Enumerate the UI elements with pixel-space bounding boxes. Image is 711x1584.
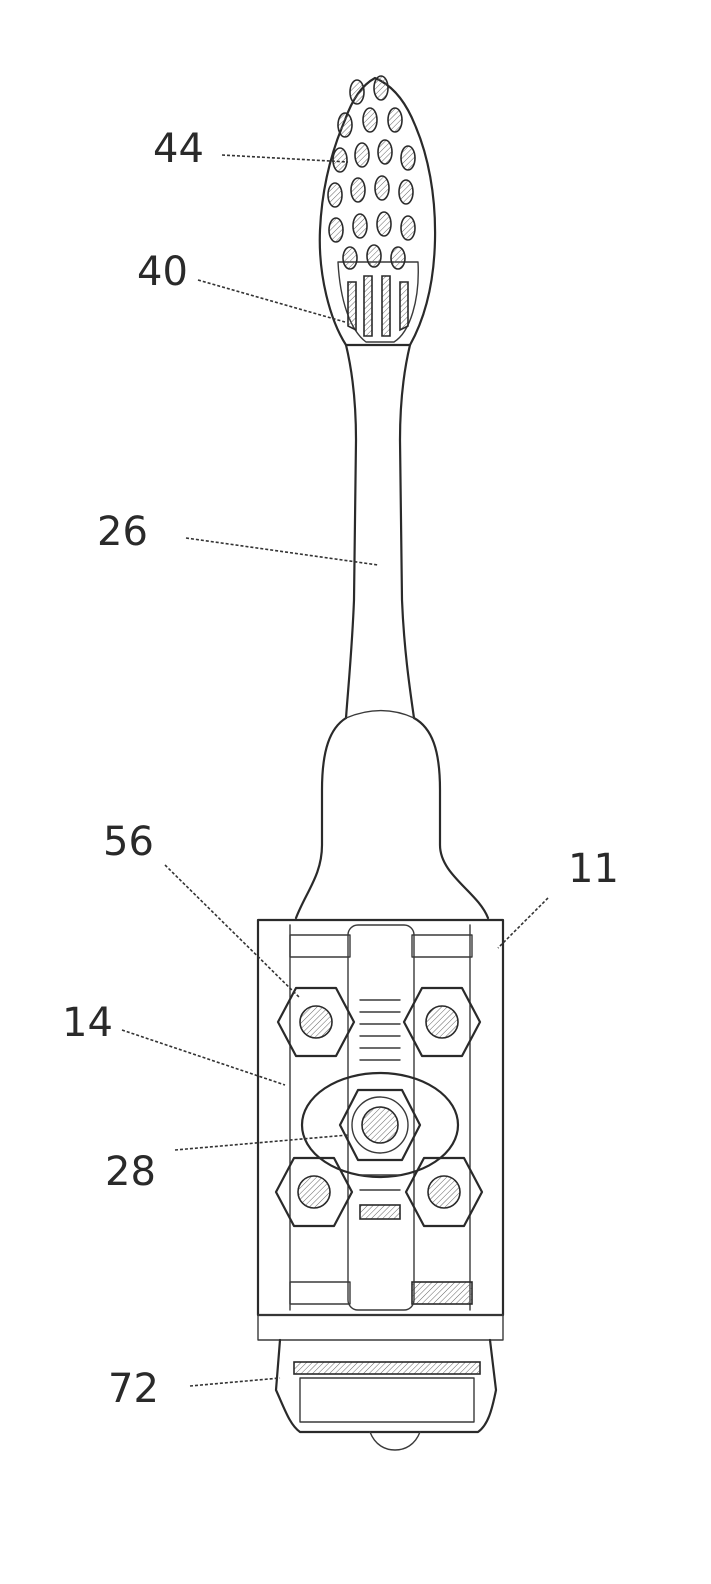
ref-40: 40 (137, 249, 188, 295)
handle-collar (296, 711, 488, 919)
leader-lines (122, 155, 548, 1386)
reference-numerals: 44 40 26 56 11 14 28 72 (62, 126, 619, 1412)
ref-72: 72 (108, 1366, 159, 1412)
ref-44: 44 (153, 126, 204, 172)
ref-28: 28 (105, 1149, 156, 1195)
ref-56: 56 (103, 819, 154, 865)
bottom-clip (276, 1340, 496, 1450)
bristle-tufts (328, 76, 415, 269)
ref-11: 11 (568, 846, 619, 892)
ref-26: 26 (97, 509, 148, 555)
ref-14: 14 (62, 1000, 113, 1046)
handle-neck (346, 345, 414, 718)
